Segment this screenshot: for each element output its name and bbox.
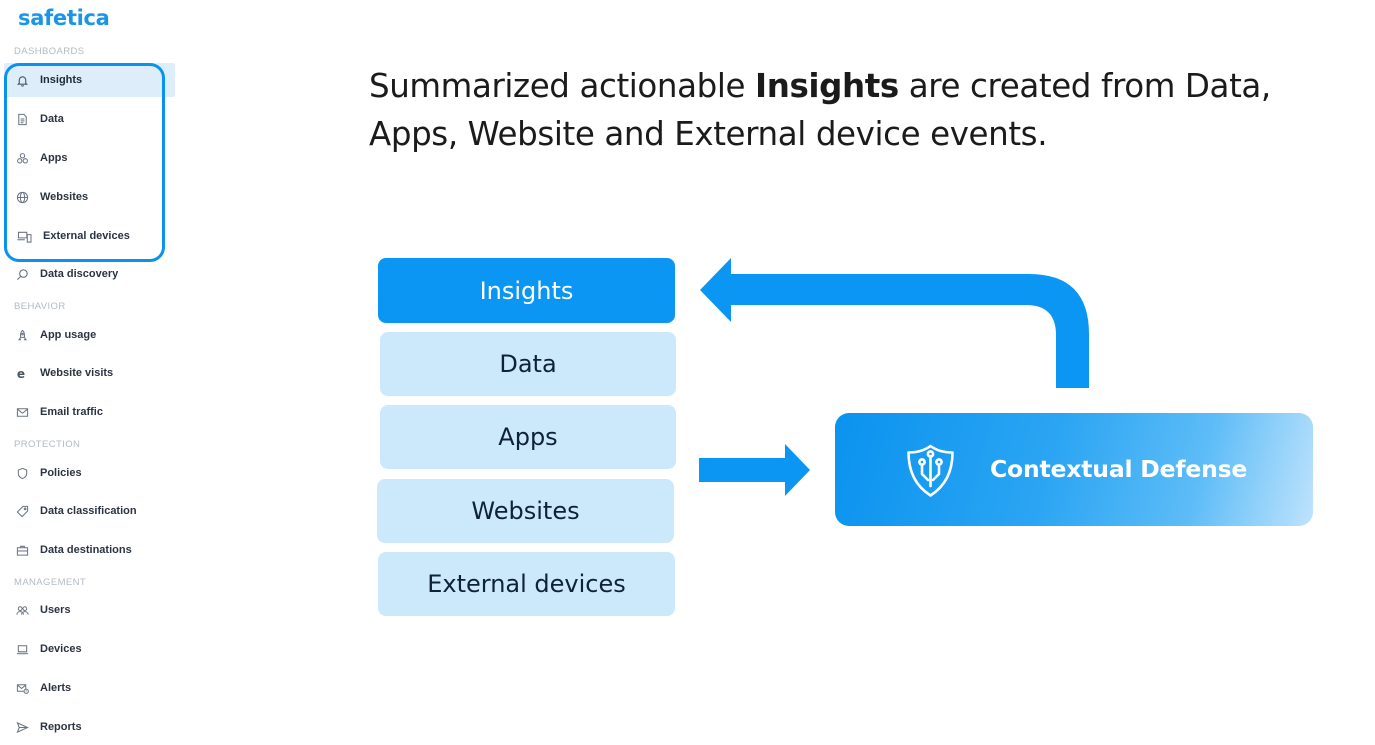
users-icon [16, 604, 29, 617]
laptop-icon [16, 643, 29, 656]
stack-box-websites: Websites [377, 479, 674, 543]
sidebar-item-email-traffic[interactable]: Email traffic [4, 395, 175, 429]
shield-circuit-icon [903, 443, 958, 499]
globe-icon [16, 191, 29, 204]
rocket-icon [16, 329, 29, 342]
sidebar-item-devices[interactable]: Devices [4, 632, 175, 666]
sidebar-item-label: Users [40, 604, 71, 616]
sidebar-item-label: Alerts [40, 682, 72, 694]
sidebar-item-external-devices[interactable]: External devices [4, 219, 175, 253]
stack-box-data: Data [380, 332, 676, 396]
sidebar-item-apps[interactable]: Apps [4, 141, 175, 175]
document-icon [16, 113, 29, 126]
alert-icon [16, 682, 29, 695]
section-label-protection: PROTECTION [14, 439, 81, 450]
sidebar-item-reports[interactable]: Reports [4, 710, 175, 744]
sidebar-item-alerts[interactable]: Alerts [4, 671, 175, 705]
sidebar-item-policies[interactable]: Policies [4, 456, 175, 490]
stack-box-apps: Apps [380, 405, 676, 469]
sidebar-item-websites[interactable]: Websites [4, 180, 175, 214]
safetica-logo[interactable]: safetica [18, 6, 110, 30]
browser-e-icon: e [16, 367, 29, 380]
devices-icon [16, 230, 33, 243]
shield-icon [16, 467, 29, 480]
sidebar-item-label: Data destinations [40, 544, 132, 556]
sidebar-item-label: Data [40, 113, 64, 125]
sidebar-item-users[interactable]: Users [4, 593, 175, 627]
svg-text:e: e [17, 367, 25, 380]
send-icon [16, 721, 29, 734]
sidebar-item-website-visits[interactable]: e Website visits [4, 356, 175, 390]
contextual-defense-label: Contextual Defense [990, 455, 1248, 483]
sidebar-item-label: App usage [40, 329, 97, 341]
sidebar-item-label: Apps [40, 152, 68, 164]
briefcase-icon [16, 544, 29, 557]
mail-icon [16, 406, 29, 419]
forward-arrow [699, 444, 810, 496]
headline: Summarized actionable Insights are creat… [369, 62, 1369, 158]
sidebar-item-label: Policies [40, 467, 82, 479]
apps-icon [16, 152, 29, 165]
sidebar-item-label: Data classification [40, 505, 137, 517]
sidebar-item-app-usage[interactable]: App usage [4, 318, 175, 352]
sidebar-item-label: Websites [40, 191, 89, 203]
sidebar-item-label: Data discovery [40, 268, 119, 280]
return-arrow [700, 258, 1089, 388]
stack-box-external-devices: External devices [378, 552, 675, 616]
sidebar-item-data[interactable]: Data [4, 102, 175, 136]
bell-icon [16, 74, 29, 87]
headline-text: Summarized actionable [369, 67, 756, 105]
sidebar-item-label: Reports [40, 721, 82, 733]
section-label-behavior: BEHAVIOR [14, 301, 66, 312]
sidebar-item-label: Email traffic [40, 406, 103, 418]
section-label-dashboards: DASHBOARDS [14, 46, 85, 57]
tag-icon [16, 505, 29, 518]
sidebar-item-label: External devices [43, 230, 130, 242]
section-label-management: MANAGEMENT [14, 577, 87, 588]
sidebar-item-label: Website visits [40, 367, 114, 379]
contextual-defense-box: Contextual Defense [835, 413, 1313, 526]
sidebar-item-data-classification[interactable]: Data classification [4, 494, 175, 528]
sidebar-item-label: Devices [40, 643, 82, 655]
stack-box-insights: Insights [378, 258, 675, 323]
sidebar-item-data-destinations[interactable]: Data destinations [4, 533, 175, 567]
headline-text-end: are created from Data, Apps, Website and… [369, 67, 1271, 153]
sidebar-item-label: Insights [40, 74, 83, 86]
sidebar-item-data-discovery[interactable]: Data discovery [4, 257, 175, 291]
headline-bold: Insights [755, 67, 899, 105]
search-icon [16, 268, 29, 281]
sidebar-item-insights[interactable]: Insights [4, 63, 175, 97]
